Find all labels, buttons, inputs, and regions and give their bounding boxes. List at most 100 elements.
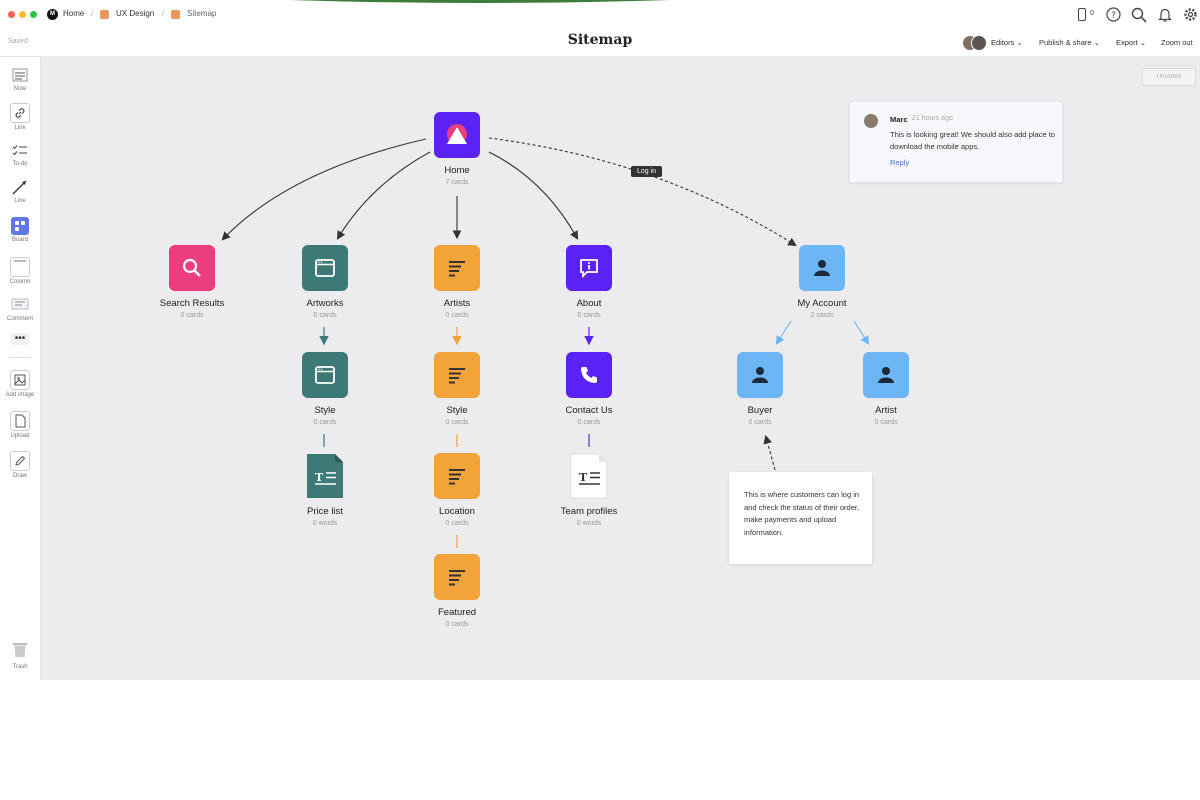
trash-label: Trash [12, 664, 28, 670]
export-button[interactable]: Export ⌄ [1116, 38, 1146, 47]
search-icon [169, 245, 215, 291]
minimize-window-button[interactable] [19, 11, 26, 18]
zoom-out-button[interactable]: Zoom out [1161, 38, 1193, 47]
node-artists[interactable]: Artists 0 cards [397, 245, 517, 319]
svg-text:?: ? [1111, 11, 1116, 21]
tool-label: Draw [12, 473, 27, 479]
node-title: Artists [443, 298, 471, 309]
tool-label: Note [13, 86, 27, 92]
mobile-icon[interactable] [1078, 8, 1086, 21]
more-icon: ••• [11, 333, 29, 345]
text-lines-icon [434, 453, 480, 499]
breadcrumb-ux-design[interactable]: UX Design [116, 9, 155, 18]
node-title: Price list [307, 506, 343, 517]
milanote-logo-icon[interactable]: M [47, 9, 58, 20]
tool-column[interactable]: Column [0, 257, 40, 285]
tool-label: Add image [5, 392, 35, 398]
breadcrumb-sitemap[interactable]: Sitemap [187, 9, 217, 18]
image-icon [10, 370, 30, 390]
editors-button[interactable]: Editors ⌄ [991, 38, 1023, 47]
text-lines-icon [434, 352, 480, 398]
node-count: 2 cards [810, 312, 834, 319]
trash-button[interactable]: Trash [0, 640, 40, 670]
document-icon: T [302, 453, 348, 499]
tool-add-image[interactable]: Add image [0, 370, 40, 398]
editor-avatars[interactable] [962, 35, 988, 51]
node-artworks-style[interactable]: Style 0 cards [265, 352, 385, 426]
info-message-icon [566, 245, 612, 291]
node-title: About [576, 298, 602, 309]
node-home[interactable]: Home 7 cards [397, 112, 517, 186]
node-title: Buyer [747, 405, 773, 416]
export-label: Export [1116, 38, 1138, 47]
node-search-results[interactable]: Search Results 0 cards [132, 245, 252, 319]
node-title: Style [314, 405, 336, 416]
node-contact-us[interactable]: Contact Us 0 cards [529, 352, 649, 426]
note-card[interactable]: This is where customers can log in and c… [729, 472, 872, 564]
text-lines-icon [434, 245, 480, 291]
tool-label: Link [14, 125, 26, 131]
node-count: 0 cards [313, 312, 337, 319]
node-title: Team profiles [560, 506, 618, 517]
tool-todo[interactable]: To-do [0, 141, 40, 167]
publish-share-button[interactable]: Publish & share ⌄ [1039, 38, 1100, 47]
node-price-list[interactable]: T Price list 0 words [265, 453, 385, 527]
node-about[interactable]: About 0 cards [529, 245, 649, 319]
node-count: 0 cards [577, 312, 601, 319]
trash-icon [13, 643, 27, 657]
tool-draw[interactable]: Draw [0, 451, 40, 479]
node-featured[interactable]: Featured 0 cards [397, 554, 517, 628]
tool-label: Upload [10, 433, 30, 439]
maximize-window-button[interactable] [30, 11, 37, 18]
node-artworks[interactable]: Artworks 0 cards [265, 245, 385, 319]
node-location[interactable]: Location 0 cards [397, 453, 517, 527]
login-label[interactable]: Log in [631, 166, 663, 177]
board-icon [100, 10, 109, 19]
comment-icon [11, 296, 29, 314]
avatar [971, 35, 987, 51]
reply-button[interactable]: Reply [890, 158, 910, 167]
tool-upload[interactable]: Upload [0, 411, 40, 439]
node-title: My Account [797, 298, 847, 309]
board-icon [171, 10, 180, 19]
node-artist[interactable]: Artist 0 cards [826, 352, 946, 426]
home-board-icon [434, 112, 480, 158]
column-icon [10, 257, 30, 277]
svg-text:T: T [579, 471, 588, 484]
line-icon [11, 178, 29, 196]
help-icon[interactable]: ? [1106, 7, 1121, 22]
chevron-down-icon: ⌄ [1016, 38, 1023, 47]
page-title[interactable]: Sitemap [567, 32, 633, 48]
editors-label: Editors [991, 38, 1015, 47]
document-icon: T [566, 453, 612, 499]
header-decoration [290, 0, 670, 3]
tool-line[interactable]: Line [0, 178, 40, 204]
node-team-profiles[interactable]: T Team profiles 0 words [529, 453, 649, 527]
svg-text:T: T [315, 471, 324, 484]
notification-count: 0 [1090, 10, 1094, 17]
browser-window-icon [302, 352, 348, 398]
upload-icon [10, 411, 30, 431]
bell-icon[interactable] [1158, 7, 1172, 22]
node-count: 0 cards [445, 520, 469, 527]
breadcrumb-home[interactable]: Home [63, 9, 85, 18]
tool-label: To-do [12, 161, 28, 167]
tool-comment[interactable]: Comment [0, 296, 40, 322]
comment-card[interactable]: Marc 21 hours ago This is looking great!… [849, 101, 1063, 183]
person-icon [799, 245, 845, 291]
unsorted-button[interactable]: Unsorted [1142, 68, 1196, 86]
pencil-icon [10, 451, 30, 471]
node-artists-style[interactable]: Style 0 cards [397, 352, 517, 426]
avatar [864, 114, 878, 128]
search-icon[interactable] [1131, 7, 1147, 23]
toolbar-divider [9, 357, 31, 358]
close-window-button[interactable] [8, 11, 15, 18]
node-buyer[interactable]: Buyer 0 cards [700, 352, 820, 426]
tool-board[interactable]: Board [0, 217, 40, 243]
settings-icon[interactable] [1183, 7, 1198, 22]
node-my-account[interactable]: My Account 2 cards [762, 245, 882, 319]
tool-note[interactable]: Note [0, 66, 40, 92]
node-count: 0 cards [445, 621, 469, 628]
tool-more[interactable]: ••• [0, 333, 40, 345]
tool-link[interactable]: Link [0, 103, 40, 131]
